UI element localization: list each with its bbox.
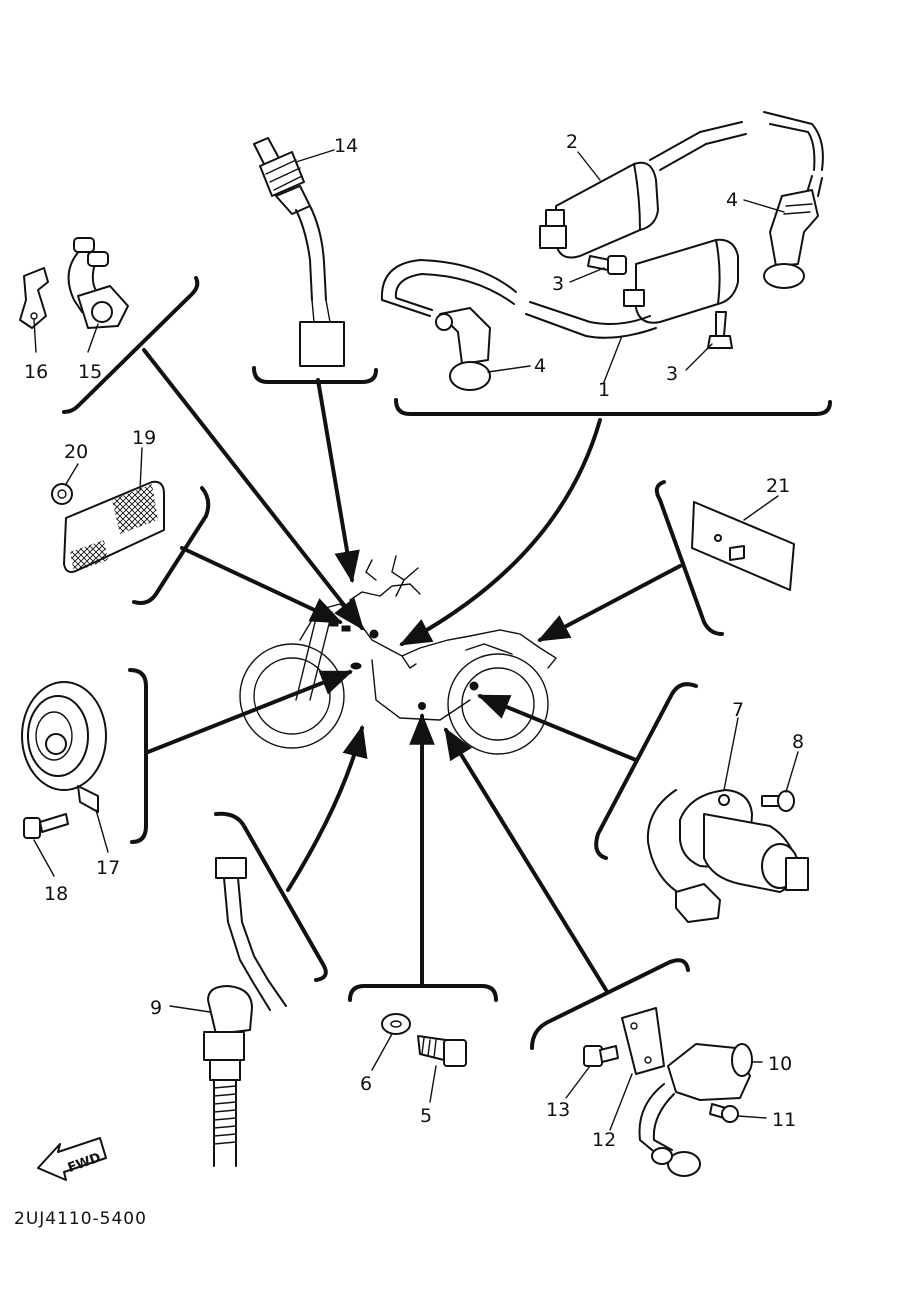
part-10-switch [638, 1043, 753, 1177]
part-2-ignition-coil [539, 111, 824, 259]
part-19-reflector [63, 480, 165, 573]
part-16-bracket [19, 267, 49, 329]
callout-14: 14 [334, 135, 358, 157]
part-14-switch [253, 137, 345, 367]
part-12-bracket [621, 1007, 665, 1075]
part-5-switch [417, 1035, 467, 1067]
callout-13: 13 [546, 1099, 570, 1121]
callout-leaders [33, 149, 799, 1131]
callout-9: 9 [150, 997, 162, 1019]
part-18-bolt [23, 813, 69, 839]
callout-2: 2 [566, 131, 578, 153]
part-13-bolt [583, 1045, 619, 1067]
callout-3-upper: 3 [552, 273, 564, 295]
part-17-horn [21, 681, 107, 813]
part-20-nut [51, 483, 73, 505]
callout-4-right: 4 [726, 189, 738, 211]
callout-labels: 14 2 4 3 4 1 3 16 15 20 19 21 7 8 17 18 … [24, 131, 804, 1151]
callout-21: 21 [766, 475, 790, 497]
part-6-washer [381, 1013, 411, 1035]
leader-lines [142, 348, 682, 992]
callout-1: 1 [598, 379, 610, 401]
callout-19: 19 [132, 427, 156, 449]
callout-17: 17 [96, 857, 120, 879]
callout-12: 12 [592, 1129, 616, 1151]
callout-7: 7 [732, 699, 744, 721]
callout-8: 8 [792, 731, 804, 753]
part-3-bolt-lower [707, 311, 733, 349]
callout-10: 10 [768, 1053, 792, 1075]
part-9-switch [203, 857, 287, 1167]
part-8-screw [761, 790, 795, 812]
fwd-arrow-icon: FWD [37, 1137, 107, 1181]
motorcycle-silhouette [239, 555, 558, 755]
callout-4-left: 4 [534, 355, 546, 377]
callout-6: 6 [360, 1073, 372, 1095]
diagram-code: 2UJ4110-5400 [14, 1209, 147, 1229]
part-15-sensor [67, 237, 129, 329]
callout-16: 16 [24, 361, 48, 383]
part-11-screw [709, 1103, 739, 1123]
part-21-reflector [691, 501, 795, 591]
callout-20: 20 [64, 441, 88, 463]
part-4-plug-cap-left [435, 307, 491, 391]
callout-5: 5 [420, 1105, 432, 1127]
callout-18: 18 [44, 883, 68, 905]
part-1-ignition-coil [380, 238, 739, 339]
part-3-bolt-upper [587, 255, 627, 275]
callout-15: 15 [78, 361, 102, 383]
callout-3-lower: 3 [666, 363, 678, 385]
callout-11: 11 [772, 1109, 796, 1131]
group-brackets [62, 276, 832, 1050]
part-4-plug-cap-right [763, 175, 823, 289]
part-7-main-switch [646, 789, 809, 923]
